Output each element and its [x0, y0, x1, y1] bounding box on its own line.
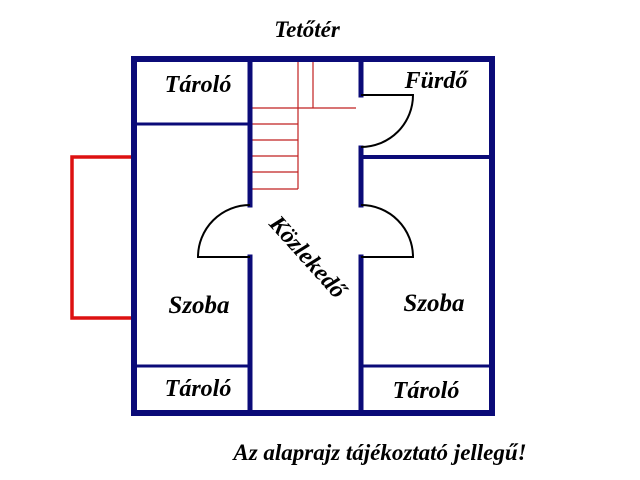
room-left-label: Szoba [168, 292, 229, 319]
left-room-door [196, 204, 251, 258]
floor-plan-title: Tetőtér [274, 17, 341, 42]
walls [131, 56, 495, 416]
staircase [252, 62, 356, 190]
storage-bottom-left-label: Tároló [165, 376, 232, 402]
storage-bottom-right-label: Tároló [393, 378, 460, 404]
right-room-door [360, 204, 415, 258]
room-right-label: Szoba [403, 290, 464, 317]
bathroom-door [360, 94, 415, 148]
disclaimer-text: Az alaprajz tájékoztató jellegű! [231, 440, 526, 465]
corridor-label: Közlekedő [263, 210, 352, 305]
storage-top-left-label: Tároló [165, 72, 232, 98]
balcony-outline [70, 155, 134, 320]
bathroom-label: Fürdő [404, 68, 470, 94]
